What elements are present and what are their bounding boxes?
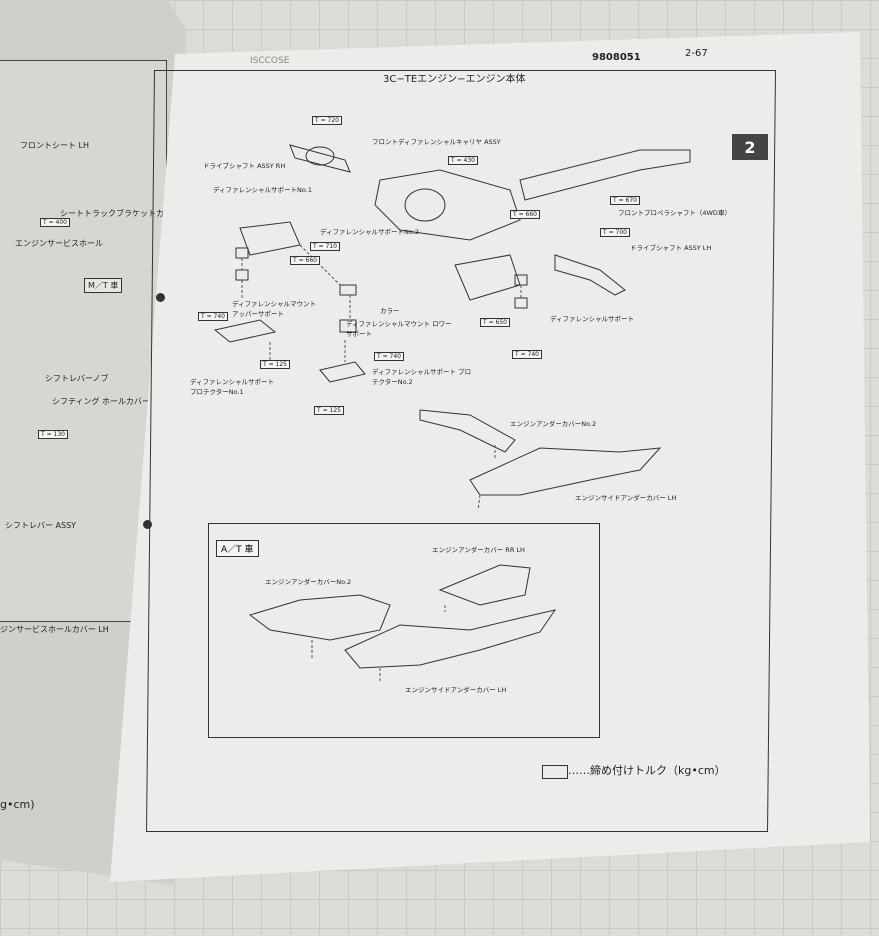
left-label-shifting-cover: シフティング ホールカバー bbox=[52, 397, 150, 406]
label-drive-shaft-lh: ドライブシャフト ASSY LH bbox=[630, 244, 712, 252]
left-mt-badge: M／T 車 bbox=[84, 278, 123, 293]
doc-code: 9808051 bbox=[592, 52, 641, 63]
torque-box: T = 660 bbox=[510, 210, 540, 219]
left-label-shift-knob: シフトレバーノブ bbox=[45, 374, 109, 383]
label-front-prop-shaft: フロントプロペラシャフト（4WD車） bbox=[618, 209, 731, 217]
at-under-cover-rr-shape bbox=[438, 564, 531, 606]
label-collar: カラー bbox=[380, 307, 400, 315]
binder-hole bbox=[156, 293, 165, 302]
left-label-front-seat: フロントシート LH bbox=[20, 141, 90, 150]
torque-box: T = 670 bbox=[610, 196, 640, 205]
at-under-cover-2-shape bbox=[248, 594, 391, 641]
torque-box: T = 720 bbox=[312, 116, 342, 125]
torque-box: T = 700 bbox=[600, 228, 630, 237]
front-prop-shaft bbox=[519, 149, 691, 201]
left-unit: g•cm) bbox=[0, 798, 35, 811]
torque-box: T = 740 bbox=[512, 350, 542, 359]
at-side-under-cover-shape bbox=[344, 609, 557, 669]
left-torque: T = 130 bbox=[38, 430, 68, 439]
torque-box: T = 740 bbox=[198, 312, 228, 321]
label-diff-mount-upper: ディファレンシャルマウント アッパーサポート bbox=[232, 300, 317, 318]
legend-box bbox=[542, 765, 568, 779]
diff-support-1 bbox=[239, 221, 301, 256]
label-drive-shaft-rh: ドライブシャフト ASSY RH bbox=[203, 162, 286, 170]
left-label-seat-track: シートトラックブラケットカバー bbox=[60, 209, 180, 218]
torque-box: T = 740 bbox=[374, 352, 404, 361]
torque-box: T = 650 bbox=[480, 318, 510, 327]
at-subbox bbox=[208, 523, 600, 738]
drive-shaft-rh bbox=[289, 144, 351, 173]
label-engine-side-under-cover-lh: エンジンサイドアンダーカバー LH bbox=[575, 494, 677, 502]
label-diff-protector-1: ディファレンシャルサポート プロテクターNo.1 bbox=[190, 378, 275, 396]
binder-hole bbox=[143, 520, 152, 529]
torque-box: T = 710 bbox=[310, 242, 340, 251]
left-label-service-cover: ジンサービスホールカバー LH bbox=[0, 625, 109, 634]
label-front-diff-carrier: フロントディファレンシャルキャリヤ ASSY bbox=[372, 138, 501, 146]
label-diff-mount-lower: ディファレンシャルマウント ロワーサポート bbox=[346, 320, 452, 338]
label-diff-support-2: ディファレンシャルサポートNo.2 bbox=[320, 228, 419, 236]
label-at-side-under-cover: エンジンサイドアンダーカバー LH bbox=[405, 686, 507, 694]
right-page bbox=[110, 32, 870, 882]
section-tab: 2 bbox=[732, 134, 768, 160]
diff-support bbox=[454, 254, 521, 301]
under-cover-2-shape bbox=[419, 409, 516, 453]
diff-protector-1 bbox=[213, 319, 277, 343]
torque-box: T = 660 bbox=[290, 256, 320, 265]
page-title: 3C−TEエンジン−エンジン本体 bbox=[383, 74, 526, 85]
side-under-cover-lh-shape bbox=[469, 447, 662, 496]
diff-protector-2 bbox=[319, 361, 366, 383]
left-torque-top: T = 400 bbox=[40, 218, 70, 227]
label-diff-protector-2: ディファレンシャルサポート プロテクターNo.2 bbox=[372, 368, 472, 386]
legend-text: ……締め付けトルク（kg•cm） bbox=[568, 764, 726, 777]
at-subbox-title: A／T 車 bbox=[216, 540, 259, 557]
page-number: 2-67 bbox=[685, 48, 708, 59]
label-at-under-cover-rr: エンジンアンダーカバー RR LH bbox=[432, 546, 525, 554]
label-diff-support-1: ディファレンシャルサポートNo.1 bbox=[213, 186, 312, 194]
left-label-service-hole: エンジンサービスホール bbox=[15, 239, 103, 248]
torque-box: T = 125 bbox=[260, 360, 290, 369]
faint-code: ISCCOSE bbox=[250, 56, 290, 66]
drive-shaft-lh bbox=[554, 254, 626, 296]
label-diff-support: ディファレンシャルサポート bbox=[550, 315, 635, 323]
torque-box: T = 125 bbox=[314, 406, 344, 415]
diff-carrier bbox=[374, 169, 521, 241]
label-at-under-cover-2: エンジンアンダーカバーNo.2 bbox=[265, 578, 352, 586]
torque-box: T = 430 bbox=[448, 156, 478, 165]
label-engine-under-cover-2: エンジンアンダーカバーNo.2 bbox=[510, 420, 597, 428]
left-label-shift-lever: シフトレバー ASSY bbox=[5, 521, 77, 530]
